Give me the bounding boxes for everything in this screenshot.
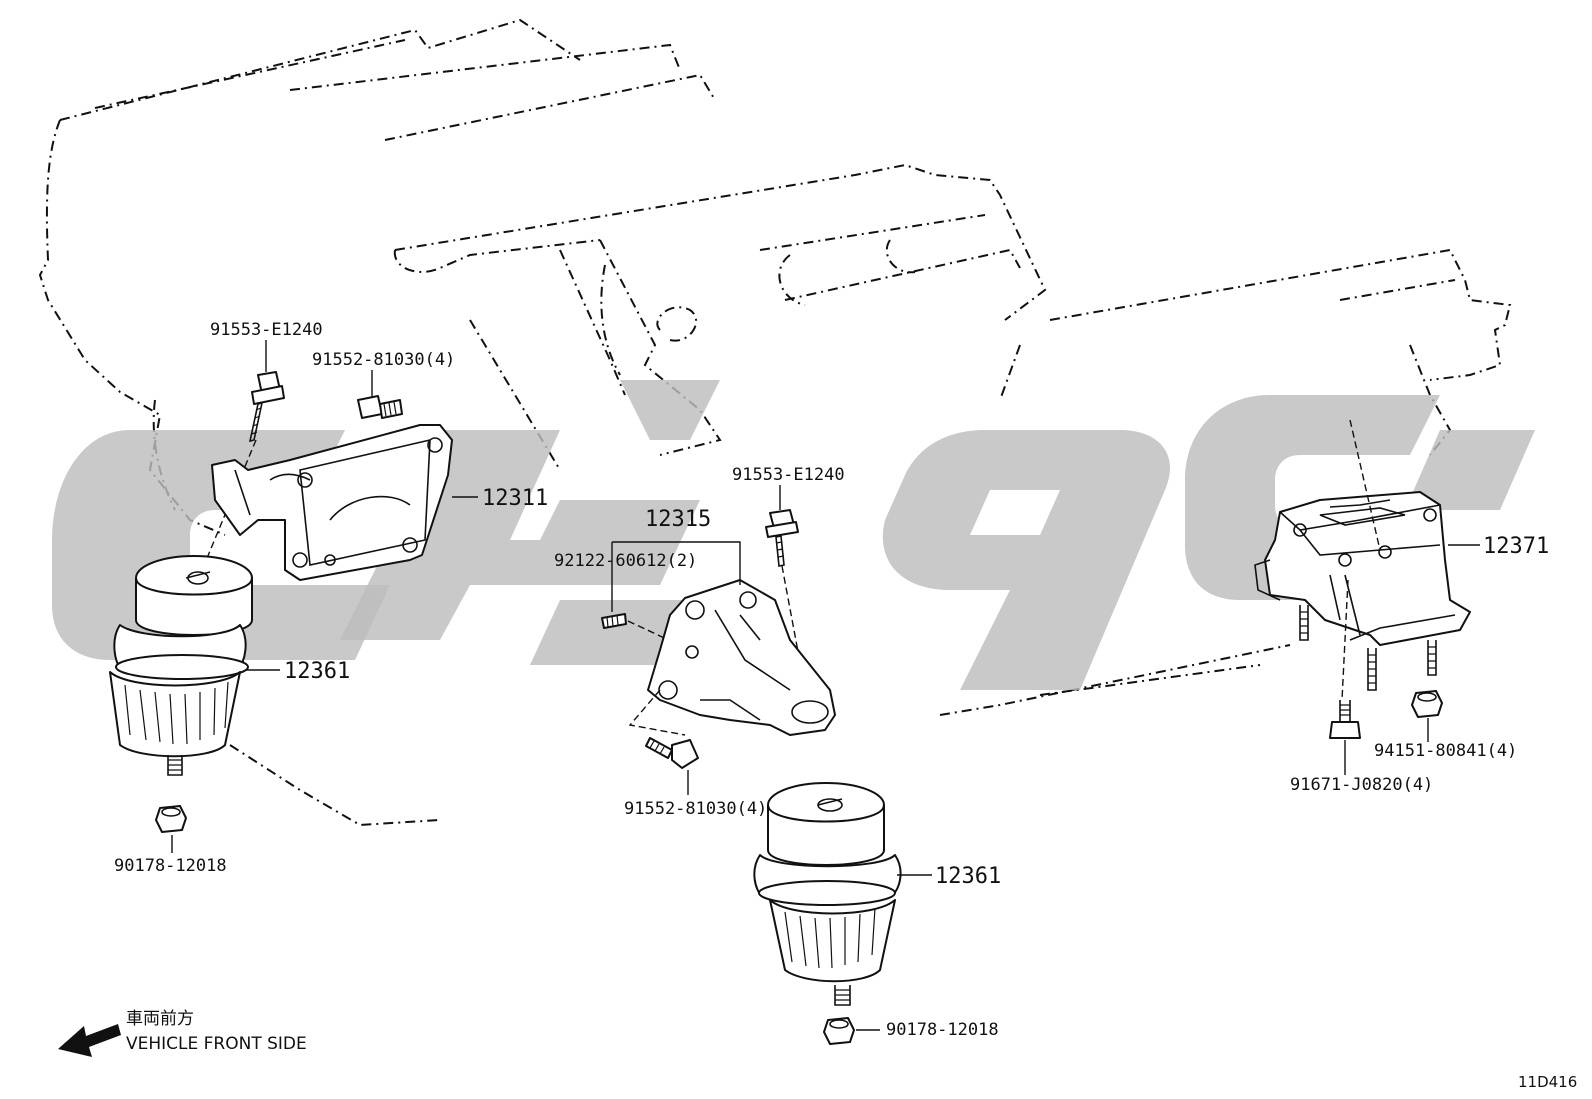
- nut-rear: [1411, 690, 1443, 718]
- label-bolt-left-bracket: 91552-81030(4): [312, 350, 455, 370]
- label-bolt-left-top: 91553-E1240: [210, 320, 323, 340]
- bolt-center-bottom: [645, 737, 699, 769]
- label-bracket-center: 12315: [645, 507, 711, 532]
- label-bolt-center-bottom: 91552-81030(4): [624, 799, 767, 819]
- bracket-center-12315: [647, 579, 836, 736]
- rear-mount-group: [1254, 419, 1480, 775]
- bolt-center-top: [765, 509, 799, 567]
- left-mount-group: [109, 371, 478, 853]
- label-mount-rear: 12371: [1483, 534, 1549, 559]
- bracket-left-12311: [211, 424, 453, 581]
- bolt-left-bracket: [357, 395, 403, 419]
- label-insulator-left: 12361: [284, 659, 350, 684]
- label-nut-left: 90178-12018: [114, 856, 227, 876]
- insulator-left-12361: [109, 555, 253, 776]
- nut-center: [823, 1017, 855, 1045]
- labels: 91553-E1240 91552-81030(4) 12311 12361 9…: [114, 320, 1577, 1091]
- label-bolt-rear: 91671-J0820(4): [1290, 775, 1433, 795]
- label-direction-japanese: 車両前方: [126, 1009, 194, 1029]
- label-insulator-center: 12361: [935, 864, 1001, 889]
- label-bracket-left: 12311: [482, 486, 548, 511]
- bolt-rear: [1329, 700, 1361, 739]
- center-mount-group: [601, 509, 932, 1045]
- mount-rear-12371: [1254, 491, 1471, 646]
- nut-left: [155, 805, 187, 833]
- label-bolt-center-top: 91553-E1240: [732, 465, 845, 485]
- label-stud-center: 92122-60612(2): [554, 551, 697, 571]
- bolt-left-top: [248, 371, 285, 443]
- stud-center: [601, 613, 627, 629]
- label-nut-center: 90178-12018: [886, 1020, 999, 1040]
- label-direction-english: VEHICLE FRONT SIDE: [126, 1034, 307, 1054]
- insulator-center-12361: [753, 782, 902, 1006]
- rear-studs: [1299, 605, 1437, 691]
- illustration-code: 11D416: [1518, 1073, 1577, 1091]
- vehicle-front-arrow: [58, 1024, 121, 1057]
- label-nut-rear: 94151-80841(4): [1374, 741, 1517, 761]
